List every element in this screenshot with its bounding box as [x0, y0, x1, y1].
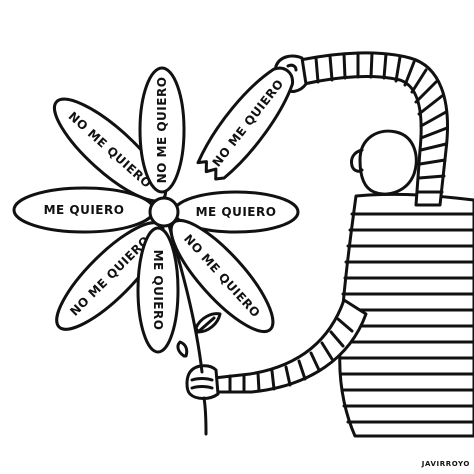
petal-no-me-quiero-top: NO ME QUIERO [138, 66, 186, 194]
person-head [350, 129, 418, 196]
petal-label: ME QUIERO [44, 203, 125, 217]
person-raised-arm [298, 51, 449, 207]
petal-label: ME QUIERO [151, 250, 165, 331]
petal-me-quiero-left: ME QUIERO [12, 186, 156, 234]
flower-center [148, 196, 180, 228]
person-lower-arm [210, 298, 368, 394]
petal-me-quiero-bottom: ME QUIERO [136, 226, 180, 354]
stem-leaf-small [176, 340, 189, 358]
artist-signature: JAVIRROYO [421, 460, 470, 468]
person [185, 51, 474, 438]
torso-stripes [338, 212, 474, 424]
petal-no-me-quiero-plucked: NO ME QUIERO [196, 66, 294, 181]
petal-label: NO ME QUIERO [155, 77, 169, 184]
petal-label: ME QUIERO [196, 205, 277, 219]
